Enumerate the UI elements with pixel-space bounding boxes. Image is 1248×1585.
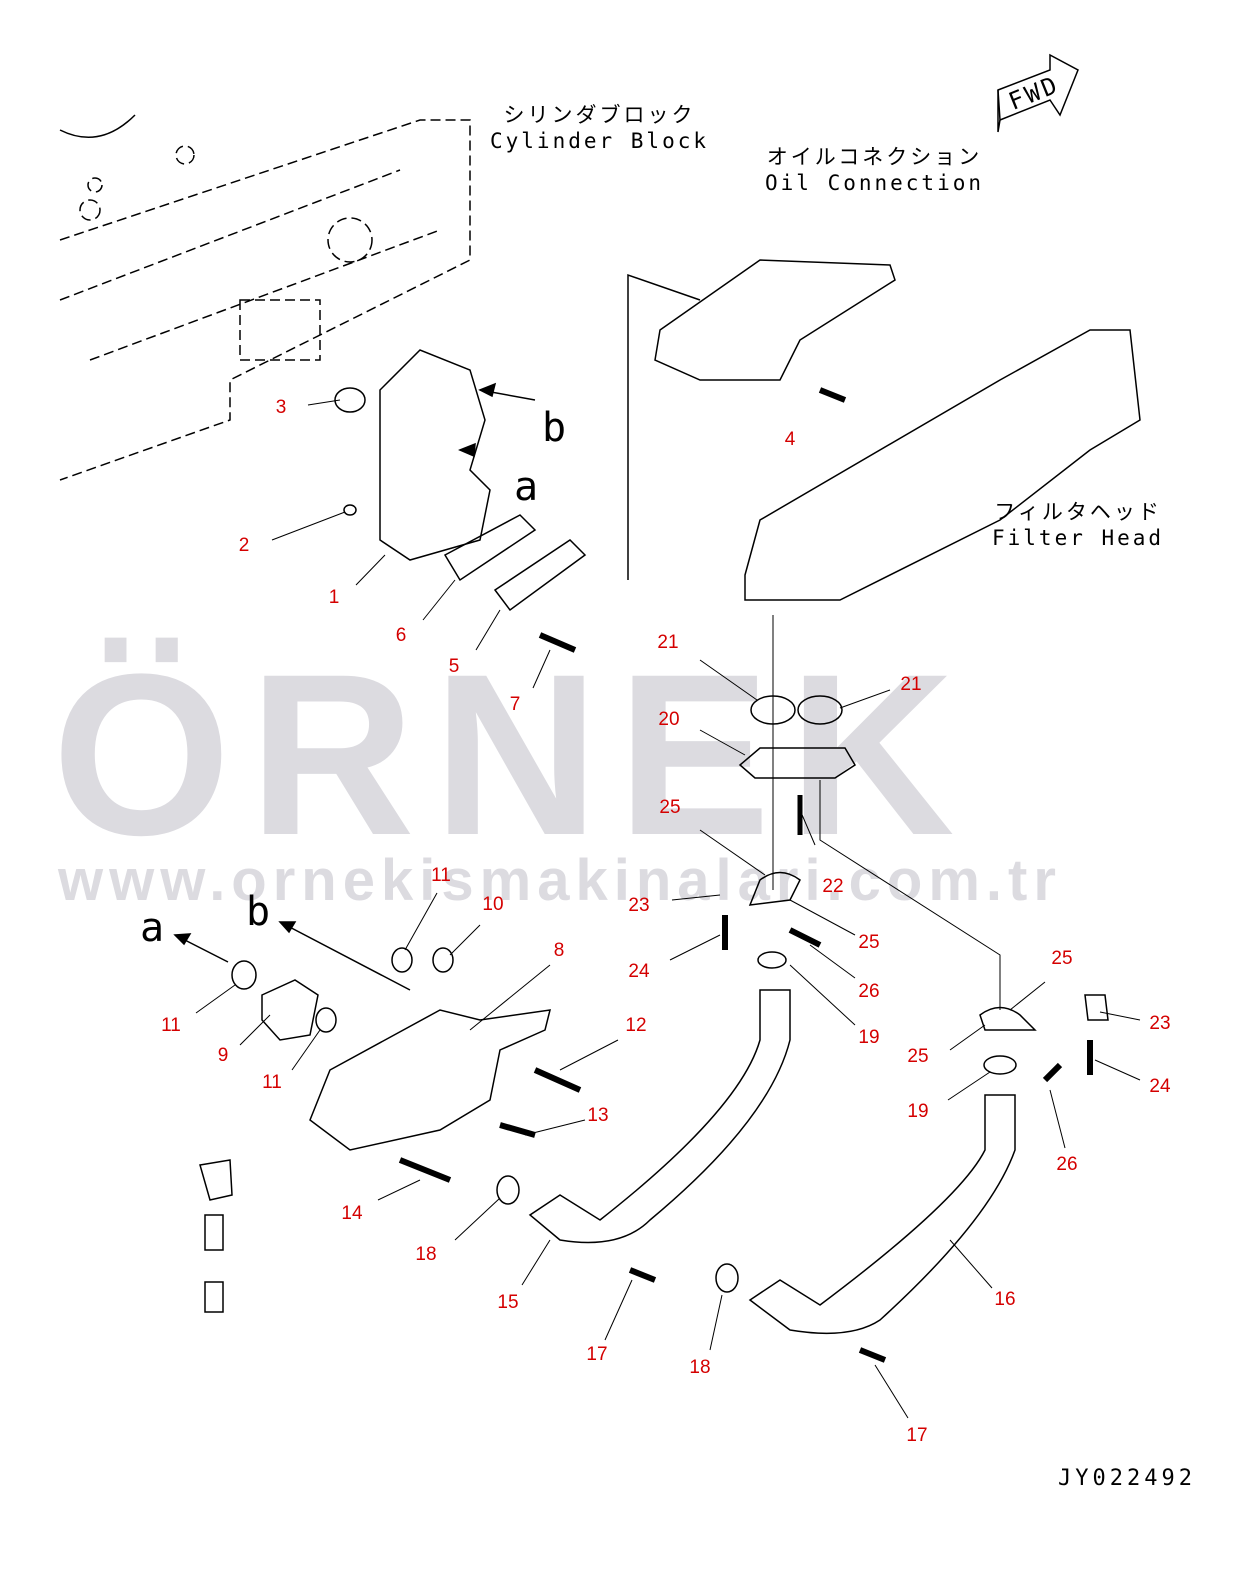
part-callout: 19 (907, 1101, 929, 1122)
part-callout: 8 (553, 940, 565, 961)
filter-head-en: Filter Head (992, 526, 1165, 550)
part-callout: 22 (822, 876, 844, 897)
part-callout: 23 (1149, 1013, 1171, 1034)
part-callout: 25 (858, 932, 880, 953)
part-callout: 14 (341, 1203, 363, 1224)
view-letter: b (541, 405, 567, 451)
view-letter: a (513, 464, 539, 510)
fwd-arrow-icon (997, 53, 1079, 133)
bolt-26 (1042, 1062, 1063, 1083)
o-ring-18 (496, 1175, 520, 1205)
filter-head-jp: フィルタヘッド (994, 500, 1162, 524)
part-callout: 2 (238, 535, 250, 556)
oil-connection-en: Oil Connection (765, 171, 985, 195)
o-ring-10 (432, 947, 454, 973)
cover-5 (493, 539, 587, 612)
part-callout: 18 (415, 1244, 437, 1265)
o-ring-2 (343, 504, 357, 516)
o-ring-11 (315, 1007, 337, 1033)
part-callout: 5 (448, 656, 460, 677)
part-callout: 11 (161, 1015, 181, 1036)
part-callout: 10 (482, 894, 504, 915)
part-callout: 7 (509, 694, 521, 715)
part-callout: 26 (858, 981, 880, 1002)
oil-connection (654, 259, 896, 381)
bolt-7 (538, 632, 577, 653)
part-callout: 23 (628, 895, 650, 916)
tube-15 (528, 989, 791, 1244)
part-callout: 3 (275, 397, 287, 418)
watermark-brand: ÖRNEK (52, 626, 973, 883)
view-letter: b (245, 889, 271, 935)
part-callout: 11 (262, 1072, 282, 1093)
part-callout: 15 (497, 1292, 519, 1313)
o-ring-11 (231, 960, 257, 990)
part-callout: 17 (906, 1425, 928, 1446)
part-callout: 11 (431, 865, 451, 886)
part-callout: 25 (907, 1046, 929, 1067)
part-callout: 21 (900, 674, 922, 695)
part-callout: 6 (395, 625, 407, 646)
clamp-25 (748, 871, 801, 906)
fitting (199, 1159, 233, 1201)
filter-head (744, 329, 1141, 601)
part-callout: 26 (1056, 1154, 1078, 1175)
part-callout: 1 (328, 587, 340, 608)
oil-connection-label: オイルコネクション Oil Connection (765, 144, 984, 196)
clip-23 (1084, 994, 1109, 1021)
part-callout: 17 (586, 1344, 608, 1365)
part-callout: 24 (1149, 1076, 1171, 1097)
part-callout: 4 (784, 429, 796, 450)
part-callout: 21 (657, 632, 679, 653)
bolt-4 (818, 387, 847, 403)
part-callout: 24 (628, 961, 650, 982)
part-8-block (309, 1009, 551, 1151)
bolt-26 (788, 927, 822, 948)
o-ring-18 (715, 1263, 739, 1293)
block-arc (59, 114, 136, 138)
cylinder-block-jp: シリンダブロック (503, 103, 696, 127)
o-ring-19 (983, 1055, 1017, 1075)
fitting (204, 1214, 224, 1251)
part-callout: 19 (858, 1027, 880, 1048)
filter-head-label: フィルタヘッド Filter Head (992, 499, 1164, 551)
fitting (204, 1281, 224, 1313)
part-9-adapter (261, 979, 319, 1041)
o-ring-11 (391, 947, 413, 973)
part-callout: 9 (217, 1045, 229, 1066)
cylinder-block (59, 119, 471, 481)
oil-connection-jp: オイルコネクション (766, 145, 983, 169)
part-callout: 16 (994, 1289, 1016, 1310)
tube-16 (748, 1094, 1016, 1335)
o-ring-3 (334, 387, 366, 413)
cylinder-block-label: シリンダブロック Cylinder Block (490, 102, 709, 154)
ring-21 (797, 695, 843, 725)
cylinder-block-en: Cylinder Block (490, 129, 710, 153)
gasket-6 (443, 514, 537, 582)
leader-line (627, 273, 701, 580)
part-callout: 12 (625, 1015, 647, 1036)
drawing-code: JY022492 (1058, 1466, 1196, 1491)
part-callout: 13 (587, 1105, 609, 1126)
part-callout: 25 (659, 797, 681, 818)
part-callout: 20 (658, 709, 680, 730)
watermark-url: www.ornekismakinalari.com.tr (58, 848, 1062, 913)
plate-20 (738, 747, 857, 779)
part-1-housing (379, 349, 491, 561)
part-callout: 18 (689, 1357, 711, 1378)
view-letter: a (139, 905, 165, 951)
clamp-25 (979, 1006, 1037, 1031)
o-ring-19 (757, 951, 787, 969)
part-callout: 25 (1051, 948, 1073, 969)
